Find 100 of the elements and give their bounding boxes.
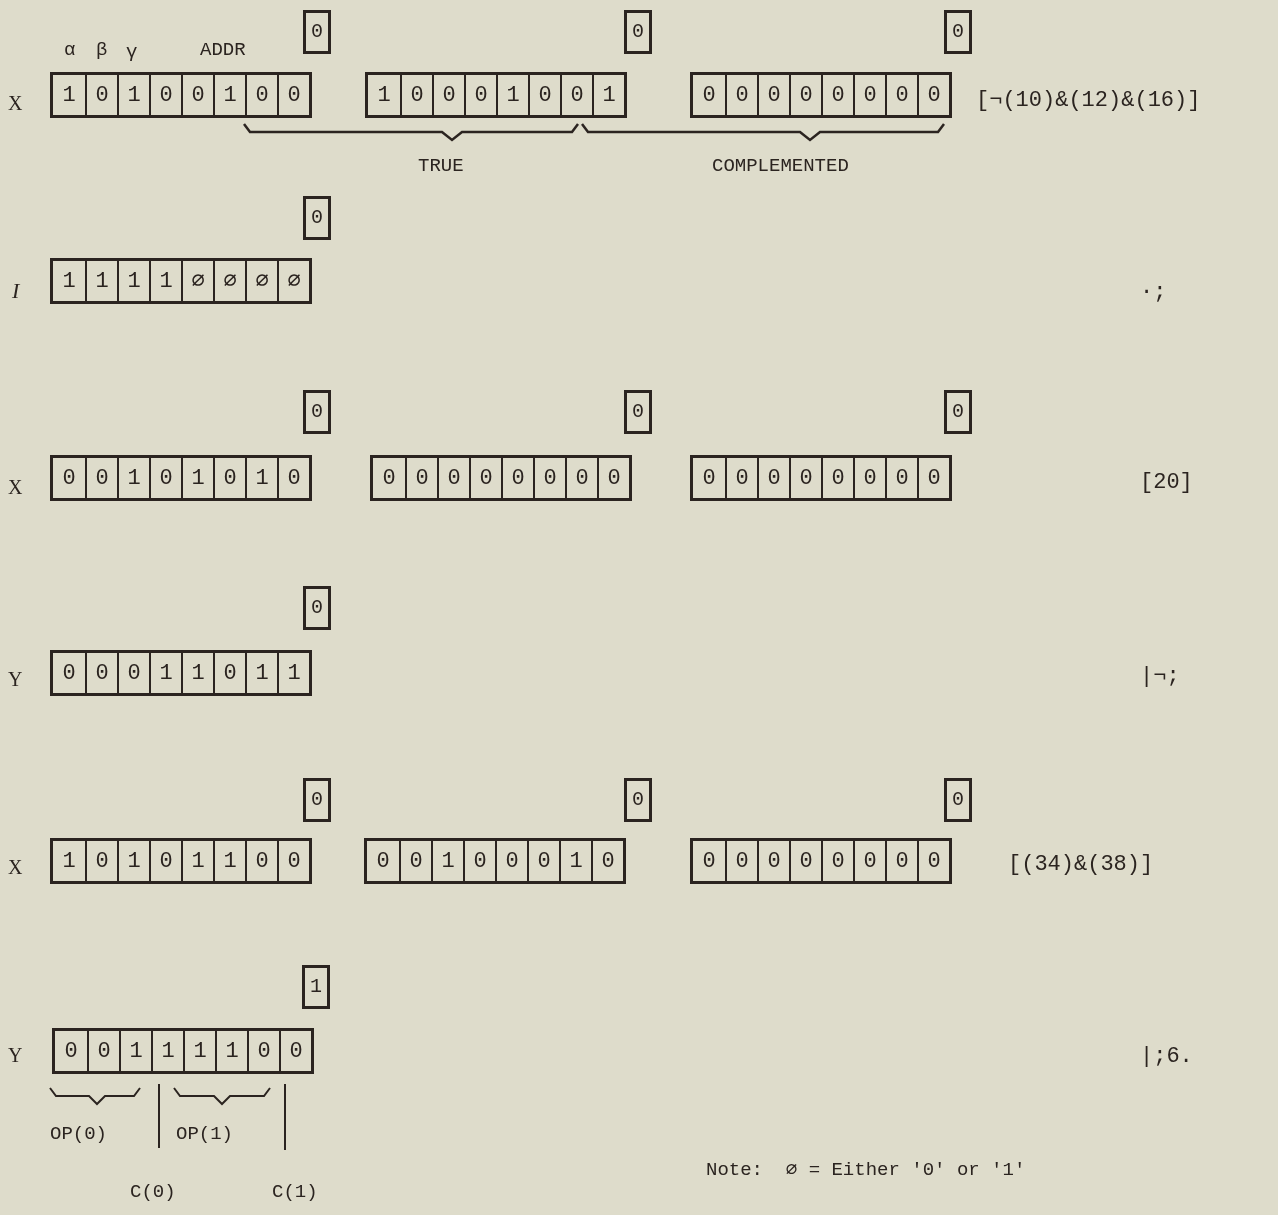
bit-cell: 0	[821, 75, 853, 115]
bit-cell: 1	[149, 653, 181, 693]
bit-cell-text: 0	[701, 464, 717, 493]
register	[50, 258, 312, 304]
bit-cell: 0	[279, 1031, 311, 1071]
flag-box: 0	[624, 778, 652, 822]
register	[690, 455, 952, 501]
bit-cell: 0	[591, 841, 623, 881]
bit-cell: 1	[213, 75, 245, 115]
flag-box: 0	[944, 778, 972, 822]
expression: [20]	[1140, 469, 1193, 497]
bit-cell: ∅	[213, 261, 245, 301]
register	[50, 838, 312, 884]
bit-cell: 0	[501, 458, 533, 498]
expression: [¬(10)&(12)&(16)]	[976, 87, 1201, 115]
bit-cell: 0	[149, 458, 181, 498]
brace-label: OP(0)	[50, 1122, 107, 1147]
bit-cell: 0	[245, 75, 277, 115]
bit-cell: 1	[277, 653, 309, 693]
row-label: I	[12, 277, 20, 305]
bit-cell: 1	[245, 458, 277, 498]
bit-cell-text: 0	[701, 847, 717, 876]
bit-cell: ∅	[277, 261, 309, 301]
register	[690, 72, 952, 118]
bit-cell-text: 1	[61, 267, 77, 296]
bit-cell: 1	[119, 1031, 151, 1071]
bit-cell: 1	[181, 841, 213, 881]
bit-cell: 0	[85, 841, 117, 881]
bit-cell: 0	[789, 458, 821, 498]
bit-cell: 0	[277, 458, 309, 498]
bit-cell: 0	[181, 75, 213, 115]
bit-cell: 0	[597, 458, 629, 498]
field-label: ADDR	[200, 38, 246, 63]
brace-label: COMPLEMENTED	[712, 154, 849, 179]
flag-box: 0	[303, 778, 331, 822]
flag-box: 1	[302, 965, 330, 1009]
field-label: β	[96, 38, 108, 63]
register	[52, 1028, 314, 1074]
bit-cell: 1	[496, 75, 528, 115]
bit-cell: 0	[87, 1031, 119, 1071]
bit-cell: 0	[149, 75, 181, 115]
bit-cell: 1	[117, 841, 149, 881]
bit-cell: 0	[885, 75, 917, 115]
flag-box: 0	[303, 196, 331, 240]
row-label: X	[8, 855, 23, 880]
bit-cell-text: 1	[61, 81, 77, 110]
bit-cell-text: 0	[63, 1037, 79, 1066]
row-label: X	[8, 91, 23, 116]
bit-cell: 1	[431, 841, 463, 881]
bit-cell: 0	[464, 75, 496, 115]
brace-label: TRUE	[418, 154, 464, 179]
bit-cell: ∅	[245, 261, 277, 301]
brace-label: OP(1)	[176, 1122, 233, 1147]
bit-cell: 1	[149, 261, 181, 301]
flag-box: 0	[303, 586, 331, 630]
bit-cell: 0	[85, 75, 117, 115]
bit-cell: 0	[757, 841, 789, 881]
bit-cell: 0	[917, 458, 949, 498]
bit-cell: 0	[245, 841, 277, 881]
bit-cell-text: 1	[376, 81, 392, 110]
bit-cell: 1	[183, 1031, 215, 1071]
bit-cell: 0	[85, 458, 117, 498]
note: Note: ∅ = Either '0' or '1'	[706, 1158, 1026, 1183]
bit-cell-text: 0	[375, 847, 391, 876]
bit-cell: 0	[885, 458, 917, 498]
bit-cell: 1	[592, 75, 624, 115]
bit-cell: 0	[821, 458, 853, 498]
register	[690, 838, 952, 884]
bit-cell: 1	[151, 1031, 183, 1071]
field-label: γ	[126, 40, 138, 65]
bit-cell: 0	[885, 841, 917, 881]
bit-cell: 1	[181, 653, 213, 693]
bit-cell: 1	[117, 75, 149, 115]
flag-box: 0	[303, 10, 331, 54]
bit-cell: 0	[247, 1031, 279, 1071]
register	[50, 455, 312, 501]
bit-cell: 0	[213, 653, 245, 693]
row-label: Y	[8, 667, 23, 692]
register	[50, 72, 312, 118]
bit-cell: 0	[917, 841, 949, 881]
flag-box: 0	[303, 390, 331, 434]
bit-cell-text: 0	[61, 464, 77, 493]
flag-box: 0	[624, 390, 652, 434]
bit-cell: 0	[853, 458, 885, 498]
bit-cell: 0	[565, 458, 597, 498]
bit-cell: 0	[432, 75, 464, 115]
expression: [(34)&(38)]	[1008, 851, 1154, 879]
bit-cell: 1	[85, 261, 117, 301]
expression: |¬;	[1140, 663, 1180, 691]
bit-cell: 0	[725, 841, 757, 881]
bit-cell: 0	[400, 75, 432, 115]
bit-cell: 0	[821, 841, 853, 881]
bit-cell: 0	[560, 75, 592, 115]
bit-cell: 0	[527, 841, 559, 881]
bit-cell: 0	[469, 458, 501, 498]
bit-cell: 0	[149, 841, 181, 881]
flag-box: 0	[944, 390, 972, 434]
bit-cell: 0	[853, 75, 885, 115]
expression: ·;	[1140, 279, 1167, 307]
bit-cell: 0	[399, 841, 431, 881]
